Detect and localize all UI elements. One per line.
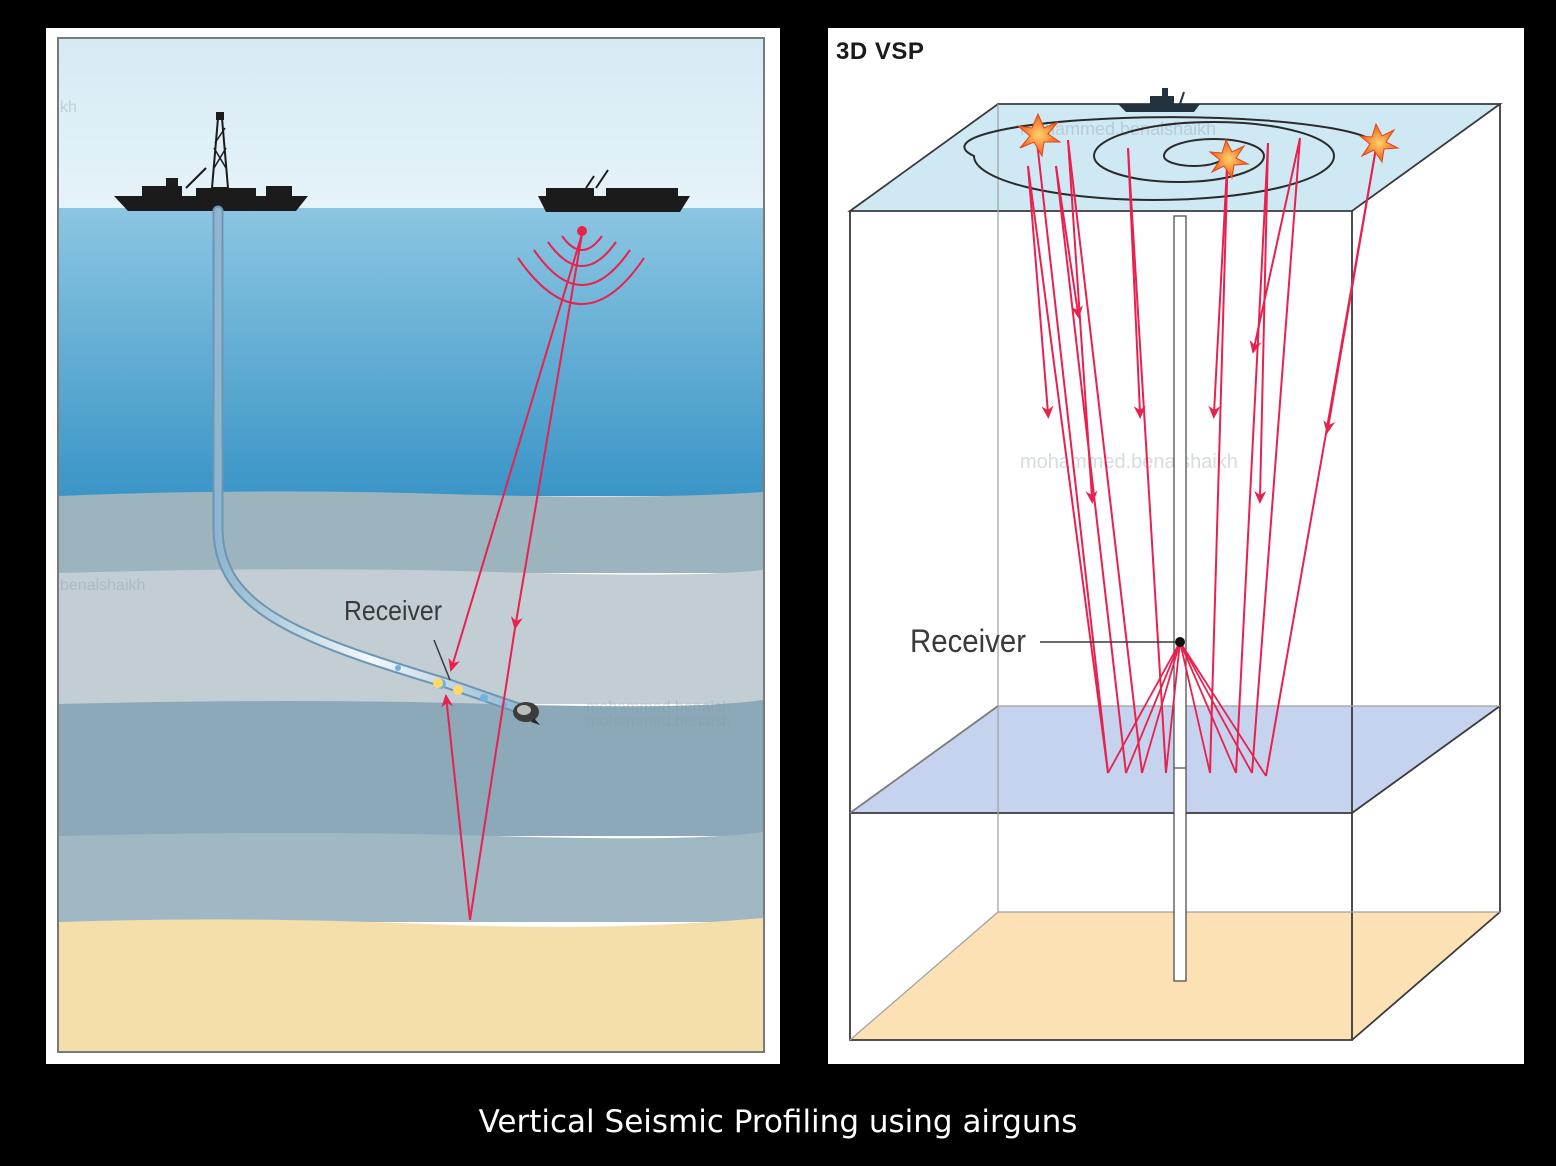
sky	[59, 39, 763, 209]
right-diagram-svg: mohammed.benalshaikh mohammed.benalshaik…	[847, 88, 1503, 1041]
receiver-label: Receiver	[344, 595, 442, 626]
watermark: benalshaikh	[60, 577, 145, 594]
sea-water	[59, 208, 763, 496]
downgoing-ray-mid	[510, 233, 583, 630]
receiver-label: Receiver	[910, 623, 1026, 659]
watermark: mohammed.benalshaikh	[1020, 451, 1238, 473]
seismic-rays	[1027, 132, 1377, 777]
right-diagram-panel: mohammed.benalshaikh mohammed.benalshaik…	[828, 28, 1524, 1064]
source-vessel-icon	[1118, 88, 1200, 112]
hidden-edges	[849, 104, 1500, 1041]
sand-seabed	[59, 918, 763, 1051]
wellbore	[1173, 215, 1187, 982]
drill-ship-icon	[114, 112, 308, 211]
left-frame	[57, 37, 765, 1053]
seismic-rays	[441, 233, 583, 921]
receiver-point-icon	[1175, 637, 1185, 647]
airgun-burst-icon	[1016, 112, 1062, 158]
direct-ray	[448, 233, 583, 672]
airgun-burst-icon	[1208, 138, 1250, 180]
rock-layer-1	[59, 491, 763, 573]
airgun-source-icon	[577, 226, 587, 236]
wavefront-arcs	[517, 235, 645, 305]
airgun-burst-icon	[1358, 122, 1400, 164]
rock-layer-3	[59, 700, 763, 836]
reflected-ray	[441, 694, 471, 921]
drill-bit-icon	[513, 702, 540, 725]
receiver-leader-line	[433, 639, 451, 681]
source-vessel-icon	[538, 169, 690, 212]
left-diagram-panel: kh benalshaikh mohammed.benaish mohammed…	[46, 28, 780, 1064]
watermark: mohammed.benaish	[586, 713, 731, 730]
panel-title: 3D VSP	[836, 38, 925, 65]
rock-layer-4	[59, 832, 763, 922]
wellbore-inner	[214, 207, 528, 714]
figure-caption: Vertical Seismic Profiling using airguns	[478, 1104, 1078, 1140]
rock-layer-2	[59, 569, 763, 704]
reflected-rays	[1107, 641, 1267, 777]
spiral-source-path	[963, 116, 1369, 201]
downgoing-ray	[469, 627, 516, 921]
box-edges	[847, 103, 1503, 1041]
watermark: kh	[60, 99, 77, 116]
left-diagram-svg: kh benalshaikh mohammed.benaish mohammed…	[57, 37, 765, 1053]
watermark: mohammed.benaish	[586, 699, 731, 716]
